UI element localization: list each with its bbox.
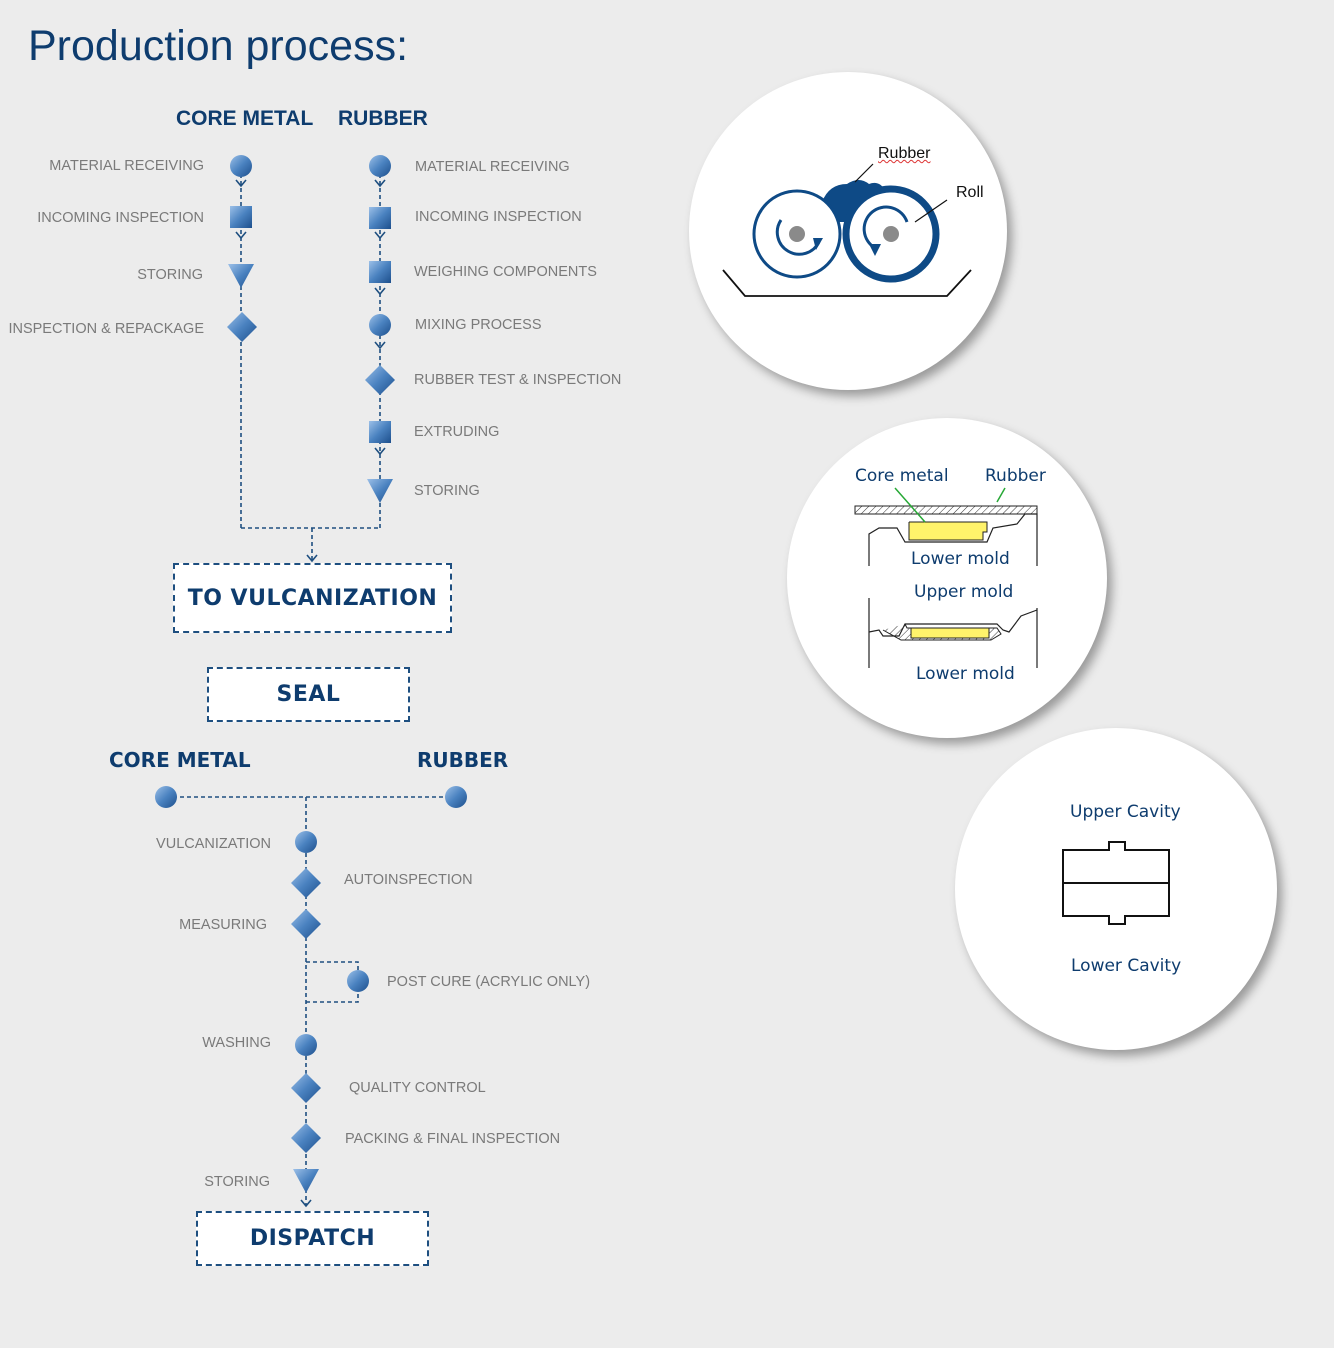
page-title: Production process: (28, 22, 409, 70)
rubber-header: RUBBER (338, 107, 428, 130)
roll-label: Roll (956, 184, 984, 201)
rubber-step-6-label: EXTRUDING (414, 424, 500, 440)
bottom-step-7-label: PACKING & FINAL INSPECTION (345, 1131, 561, 1147)
bottom-step-5-label: WASHING (202, 1035, 271, 1051)
seal-box: SEAL (207, 667, 410, 722)
cavity-diagram: Upper Cavity Lower Cavity (955, 728, 1277, 1050)
rubber-step-7-label: STORING (414, 483, 480, 499)
to-vulcanization-box: TO VULCANIZATION (173, 563, 452, 633)
rubber-step-5-node (365, 365, 395, 395)
rubber-step-4-node (369, 314, 391, 336)
rubber-step-2-node (369, 207, 391, 229)
bottom-step-8-label: STORING (204, 1174, 270, 1190)
bottom-step-2-node (291, 868, 321, 898)
bottom-step-2-label: AUTOINSPECTION (344, 872, 473, 888)
core-step-2-node (230, 206, 252, 228)
mold-rubber-label: Rubber (985, 466, 1046, 486)
rubber-step-1-label: MATERIAL RECEIVING (415, 159, 570, 175)
upper-cavity-label: Upper Cavity (1070, 802, 1181, 822)
rubber-step-5-label: RUBBER TEST & INSPECTION (414, 372, 622, 388)
rubber-step-2-label: INCOMING INSPECTION (415, 209, 582, 225)
core-metal-input-node (155, 786, 177, 808)
core-metal-label: Core metal (855, 466, 949, 486)
core-step-4-label: INSPECTION & REPACKAGE (8, 321, 204, 337)
bottom-step-3-label: MEASURING (179, 917, 267, 933)
core-step-1-label: MATERIAL RECEIVING (49, 158, 204, 174)
rubber-label: Rubber (878, 145, 931, 162)
core-step-3-node (228, 264, 254, 288)
core-metal-header: CORE METAL (176, 107, 314, 130)
rubber-step-6-node (369, 421, 391, 443)
bottom-core-metal-header: CORE METAL (109, 748, 251, 772)
bottom-step-1-label: VULCANIZATION (156, 836, 271, 852)
rubber-step-3-node (369, 261, 391, 283)
rubber-step-4-label: MIXING PROCESS (415, 317, 542, 333)
bottom-step-1-node (295, 831, 317, 853)
rubber-step-1-node (369, 155, 391, 177)
bottom-step-5-node (295, 1034, 317, 1056)
lower-mold-label-2: Lower mold (916, 664, 1015, 684)
core-step-1-node (230, 155, 252, 177)
mold-diagram: Core metal Rubber Lower mold Upper mold … (787, 418, 1107, 738)
bottom-step-8-node (293, 1169, 319, 1193)
rubber-input-node (445, 786, 467, 808)
rubber-step-7-node (367, 479, 393, 503)
bottom-rubber-header: RUBBER (417, 748, 509, 772)
rubber-step-3-label: WEIGHING COMPONENTS (414, 264, 597, 280)
upper-mold-label: Upper mold (914, 582, 1014, 602)
mold-drawing (854, 487, 1038, 668)
lower-mold-label-1: Lower mold (911, 549, 1010, 569)
bottom-step-3-node (291, 909, 321, 939)
mixing-rolls-diagram: Rubber Roll (689, 72, 1007, 390)
bottom-step-7-node (291, 1123, 321, 1153)
core-step-3-label: STORING (137, 267, 203, 283)
lower-cavity-label: Lower Cavity (1071, 956, 1182, 976)
bottom-step-6-node (291, 1073, 321, 1103)
core-step-2-label: INCOMING INSPECTION (37, 210, 204, 226)
bottom-step-4-node (347, 970, 369, 992)
core-step-4-node (227, 312, 257, 342)
dispatch-box: DISPATCH (196, 1211, 429, 1266)
bottom-step-4-label: POST CURE (ACRYLIC ONLY) (387, 974, 591, 990)
bottom-step-6-label: QUALITY CONTROL (349, 1080, 486, 1096)
cavity-drawing (1062, 841, 1170, 925)
mixing-rolls-drawing (722, 163, 972, 297)
